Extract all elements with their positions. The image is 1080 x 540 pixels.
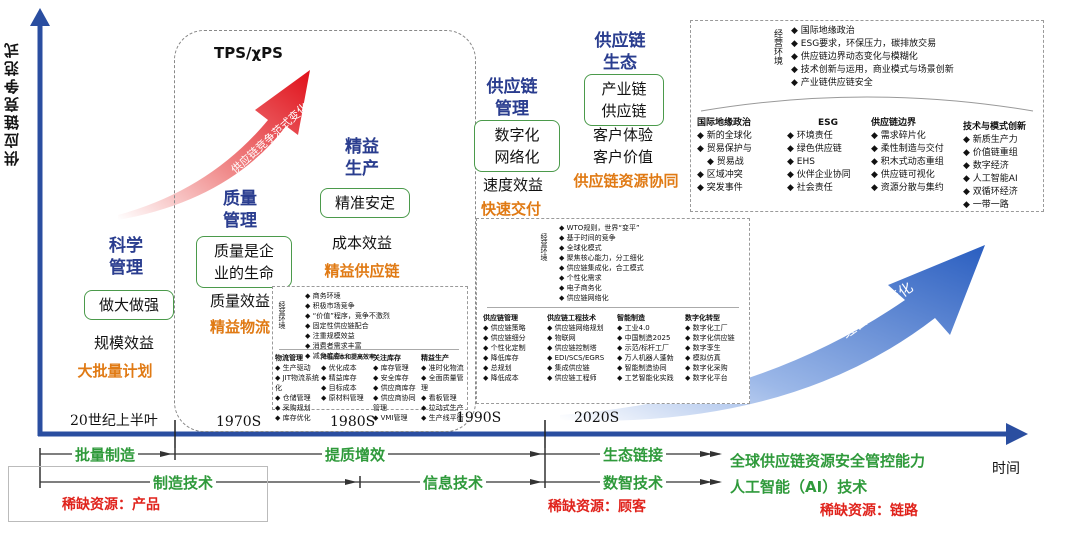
box-1990-env-label: 经营环境 [540, 233, 548, 261]
box-2020-col-0: 国际地缘政治 新的全球化 贸易保护与 贸易战 区域冲突 突发事件 [697, 117, 783, 195]
label-quality-up: 提质增效 [322, 444, 389, 465]
era-quality-title: 质量 管理 [223, 189, 257, 231]
label-digital-tech: 数智技术 [600, 472, 667, 493]
label-info-tech: 信息技术 [420, 472, 487, 493]
era-science-orange: 大批量计划 [77, 362, 153, 380]
y-axis-label: 供应链竞争范式 [3, 40, 21, 166]
box-1980-col-0: 物流管理 生产驱动 JIT物流系统化 仓储管理 采购规划 库存优化 [275, 353, 321, 423]
era-eco-title: 供应链 生态 [594, 31, 646, 73]
box-1990: 经营环境 WTO规则，世界“变平” 基于时间的竞争 全球化模式 聚焦核心能力，分… [476, 218, 750, 404]
label-scarce-chain: 稀缺资源：链路 [820, 503, 918, 519]
era-eco-orange: 供应链资源协同 [573, 172, 679, 190]
era-science-sub: 规模效益 [93, 334, 154, 352]
box-1980-env-list: 商务环境 积极市场竞争 “价值”程序，竞争不激烈 固定性供应链配合 注重规模效益… [305, 291, 390, 361]
box-1980-col-1: 降低成本和提高效率 优化成本 精益库存 目标成本 原材料管理 [321, 353, 375, 403]
box-1990-col-2: 智能制造 工业4.0 中国制造2025 示范/标杆工厂 万人机器人蓬勃 智能制造… [617, 313, 683, 383]
env-item: 商务环境 [305, 291, 390, 301]
era-lean-orange: 精益供应链 [324, 262, 400, 280]
env-item: 消费者需求丰富 [305, 341, 390, 351]
env-item: “价值”程序，竞争不激烈 [305, 311, 390, 321]
box-1980: 经营环境 商务环境 积极市场竞争 “价值”程序，竞争不激烈 固定性供应链配合 注… [272, 286, 468, 422]
label-eco-link: 生态链接 [600, 444, 667, 465]
period-1990: 1990S [456, 410, 502, 426]
label-scarce-customer: 稀缺资源：顾客 [548, 499, 646, 515]
tps-label: TPS/χPS [214, 44, 283, 62]
era-science-title: 科学 管理 [109, 236, 143, 278]
y-axis-arrowhead [30, 8, 50, 26]
label-global-control: 全球供应链资源安全管控能力 [730, 452, 926, 470]
tps-frame [174, 30, 476, 432]
period-1970: 1970S [216, 414, 262, 430]
box-2020-col-2: 供应链边界 需求碎片化 柔性制造与交付 积木式动态重组 供应链可视化 资源分散与… [871, 117, 961, 195]
box-1980-col-2: 关注库存 库存管理 安全库存 供应商库存 供应商协同管理 VMI管理 [373, 353, 421, 423]
era-science-box: 做大做强 [84, 290, 174, 320]
era-eco-box: 产业链 供应链 [584, 74, 664, 126]
period-20c: 20世纪上半叶 [70, 413, 158, 429]
label-ai-tech: 人工智能（AI）技术 [730, 478, 868, 496]
box-2020-env-label: 经营环境 [772, 29, 782, 65]
label-scarce-product: 稀缺资源：产品 [62, 497, 160, 513]
era-scm-box: 数字化 网络化 [474, 120, 560, 172]
box-1990-env-list: WTO规则，世界“变平” 基于时间的竞争 全球化模式 聚焦核心能力，分工细化 供… [559, 223, 644, 303]
box-1980-env-label: 经营环境 [278, 301, 286, 329]
period-2020: 2020S [574, 410, 620, 426]
era-quality-sub: 质量效益 [209, 292, 270, 310]
era-lean-sub: 成本效益 [331, 234, 392, 252]
box-1990-col-0: 供应链管理 供应链策略 供应链细分 个性化定制 降低库存 总规划 降低成本 [483, 313, 547, 383]
box-2020-env-list: 国际地缘政治 ESG要求，环保压力，碳排放交易 供应链边界动态变化与模糊化 技术… [791, 25, 954, 90]
period-1980: 1980S [330, 414, 376, 430]
x-axis-arrowhead [1006, 423, 1028, 445]
env-item: 固定性供应链配合 [305, 321, 390, 331]
era-scm-sub: 速度效益 [482, 176, 543, 194]
box-1990-col-1: 供应链工程技术 供应链网络规划 物联网 供应链控制塔 EDI/SCS/EGRS … [547, 313, 615, 383]
box-2020-col-3: 技术与模式创新 新质生产力 价值链重组 数字经济 人工智能AI 双循环经济 一带… [963, 121, 1043, 212]
box-2020: 经营环境 国际地缘政治 ESG要求，环保压力，碳排放交易 供应链边界动态变化与模… [690, 20, 1044, 212]
era-scm-title: 供应链 管理 [486, 77, 538, 119]
blue-trend-arrow [560, 245, 985, 421]
box-2020-col-1: ESG 环境责任 绿色供应链 EHS 伙伴企业协同 社会责任 [787, 117, 869, 195]
env-item: 减少库存 [305, 351, 390, 361]
era-quality-orange: 精益物流 [209, 318, 270, 336]
env-item: 积极市场竞争 [305, 301, 390, 311]
era-eco-sub: 客户体验 客户价值 [592, 126, 653, 166]
box-2020-divider [700, 96, 1034, 112]
red-trend-arrow [118, 70, 310, 220]
label-mfg-tech: 制造技术 [150, 472, 217, 493]
era-lean-title: 精益 生产 [345, 137, 379, 179]
era-scm-orange: 快速交付 [480, 200, 541, 218]
label-batch-mfg: 批量制造 [72, 444, 139, 465]
x-axis-label: 时间 [992, 461, 1020, 477]
era-lean-box: 精准安定 [320, 188, 410, 218]
env-item: 注重规模效益 [305, 331, 390, 341]
box-1980-col-3: 精益生产 准时化物流 全面质量管理 看板管理 拉动式生产 生产线平衡 [421, 353, 467, 423]
era-quality-box: 质量是企 业的生命 [196, 236, 292, 288]
bottom-frame [8, 466, 268, 522]
box-1990-col-3: 数字化转型 数字化工厂 数字化供应链 数字孪生 模拟仿真 数字化采购 数字化平台 [685, 313, 747, 383]
